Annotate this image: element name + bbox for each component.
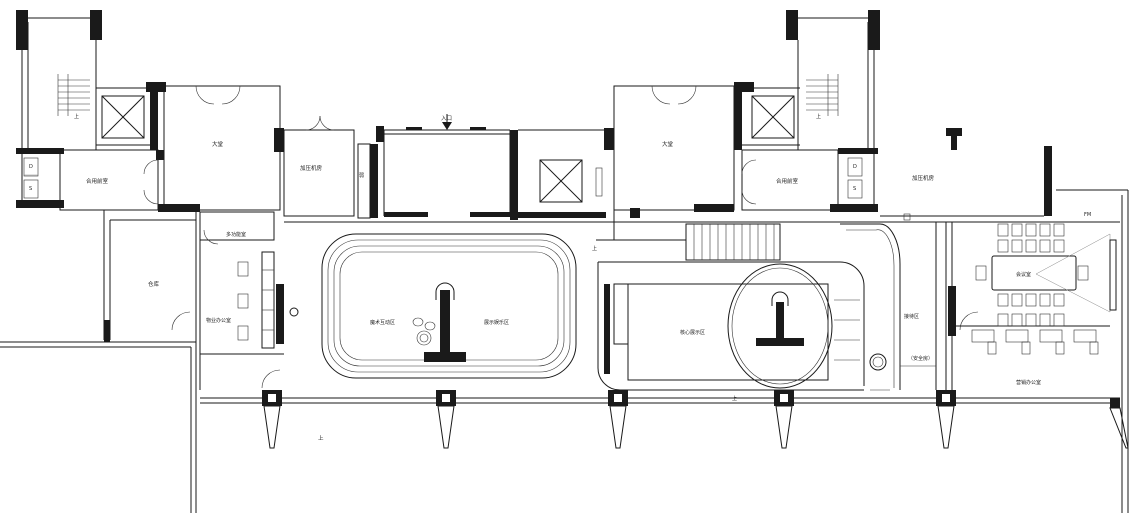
reception-area: 接待区 （安全房） (840, 222, 937, 390)
right-lobby-room: 合用前室 (741, 149, 878, 212)
left-lobby-room: 合用前室 (59, 149, 164, 211)
entrance-area: 入口 (376, 114, 514, 217)
right-elevator (734, 82, 800, 150)
right-hall: 大堂 (613, 85, 735, 218)
left-stair-tower: 上 D S (16, 10, 102, 208)
facade-columns (262, 390, 1129, 449)
column-5 (936, 390, 956, 449)
property-office-label: 物业办公室 (206, 317, 231, 324)
office-label: 营销办公室 (1016, 379, 1041, 386)
left-service-rooms: 仓库 多功能室 物业办公室 (103, 210, 299, 390)
entrance-label: 入口 (441, 115, 452, 122)
pipe-label-d-left: D (29, 164, 33, 170)
multifunction-label: 多功能室 (226, 231, 246, 238)
office-room: 营销办公室 (971, 329, 1099, 386)
small-room-label: 弱 (359, 173, 364, 179)
main-hall (200, 221, 1120, 404)
exhibition-label: 核心展示区 (680, 329, 705, 336)
left-stair-treads (57, 74, 90, 116)
right-stair-tower: 上 D S (786, 10, 880, 204)
column-6 (1109, 398, 1129, 449)
right-hall-label: 大堂 (662, 140, 674, 148)
right-stair-up-label: 上 (816, 113, 821, 120)
center-right-exhibition: 上 核心展示区 上 (592, 150, 890, 402)
left-lobby-label: 合用前室 (86, 177, 109, 185)
column-2 (436, 390, 456, 449)
left-pressure-room: 加压机房 弱 (274, 115, 378, 219)
pipe-label-s-left: S (29, 186, 32, 192)
left-hall-label: 大堂 (212, 140, 224, 148)
left-hall: 大堂 (158, 85, 281, 212)
center-elevator (510, 128, 614, 220)
right-pressure-label: 加压机房 (912, 174, 935, 182)
storage-label: 仓库 (148, 280, 160, 288)
pipe-label-d-right: D (853, 164, 857, 170)
left-stair-up-label: 上 (74, 113, 79, 120)
left-elevator (96, 82, 166, 150)
door-tag-fm: FM (1084, 212, 1091, 218)
center-lower-up-label: 上 (732, 395, 737, 402)
safe-room-label: （安全房） (908, 355, 933, 362)
right-lobby-label: 合用前室 (776, 177, 799, 185)
lower-up-label: 上 (318, 434, 324, 442)
display-track: 魔术互动区 展示娱乐区 (321, 233, 577, 379)
left-pressure-label: 加压机房 (300, 164, 323, 172)
magic-zone-label: 魔术互动区 (370, 319, 395, 326)
right-pressure-room: 加压机房 FM (880, 128, 1091, 221)
meeting-label: 会议室 (1016, 271, 1031, 278)
column-4 (774, 390, 794, 449)
column-1 (262, 390, 282, 449)
center-up-label: 上 (592, 245, 597, 252)
outer-boundary (0, 189, 1129, 513)
display-zone-label: 展示娱乐区 (484, 319, 509, 326)
meeting-room: 会议室 (945, 221, 1120, 398)
reception-label: 接待区 (904, 313, 919, 320)
column-3 (608, 390, 628, 449)
pipe-label-s-right: S (853, 186, 856, 192)
